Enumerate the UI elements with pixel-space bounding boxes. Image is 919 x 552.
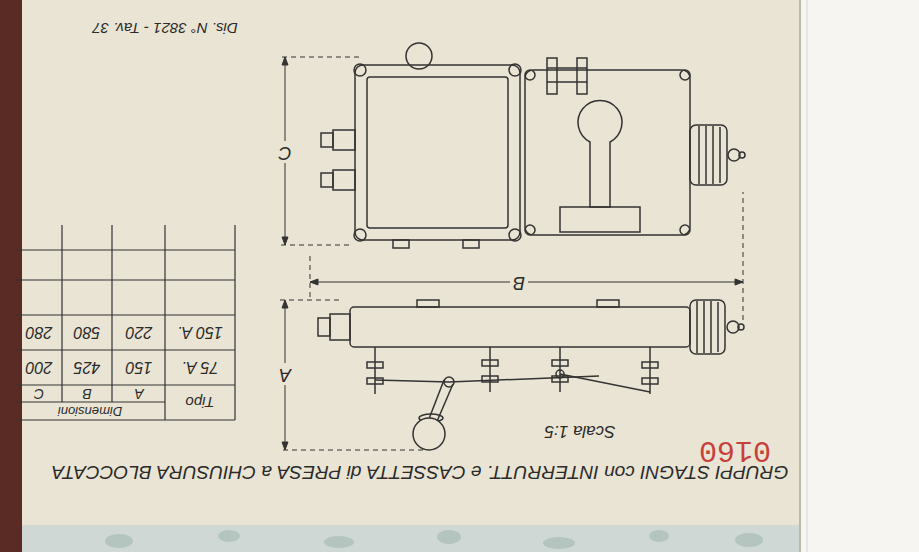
table-header: A bbox=[134, 385, 143, 400]
dimension-label: C bbox=[276, 141, 295, 163]
table-cell: 75 A. bbox=[182, 358, 219, 376]
dimension-table bbox=[15, 225, 235, 420]
scale-note: Scala 1:5 bbox=[545, 422, 616, 441]
table-cell: 150 A. bbox=[177, 323, 223, 341]
table-cell: 200 bbox=[26, 358, 53, 376]
dimension-label: A bbox=[276, 363, 294, 385]
table-header: Dimensioni bbox=[58, 404, 122, 418]
table-cell: 580 bbox=[74, 323, 101, 341]
side-view bbox=[318, 300, 744, 450]
table-cell: 150 bbox=[126, 358, 153, 376]
dimension-lines bbox=[279, 57, 743, 450]
stamp-number: 0160 bbox=[699, 434, 771, 467]
table-cell: 220 bbox=[126, 323, 153, 341]
table-header: C bbox=[34, 385, 44, 400]
table-header: B bbox=[82, 385, 91, 400]
dimension-label: B bbox=[510, 271, 528, 293]
drawing-title: GRUPPI STAGNI con INTERRUTT. e CASSETTA … bbox=[52, 461, 789, 482]
table-header: Tipo bbox=[185, 394, 214, 411]
table-cell: 425 bbox=[74, 358, 101, 376]
drawing-number: Dis. N° 3821 - Tav. 37 bbox=[92, 20, 237, 37]
table-cell: 280 bbox=[26, 323, 53, 341]
top-view bbox=[321, 43, 745, 248]
